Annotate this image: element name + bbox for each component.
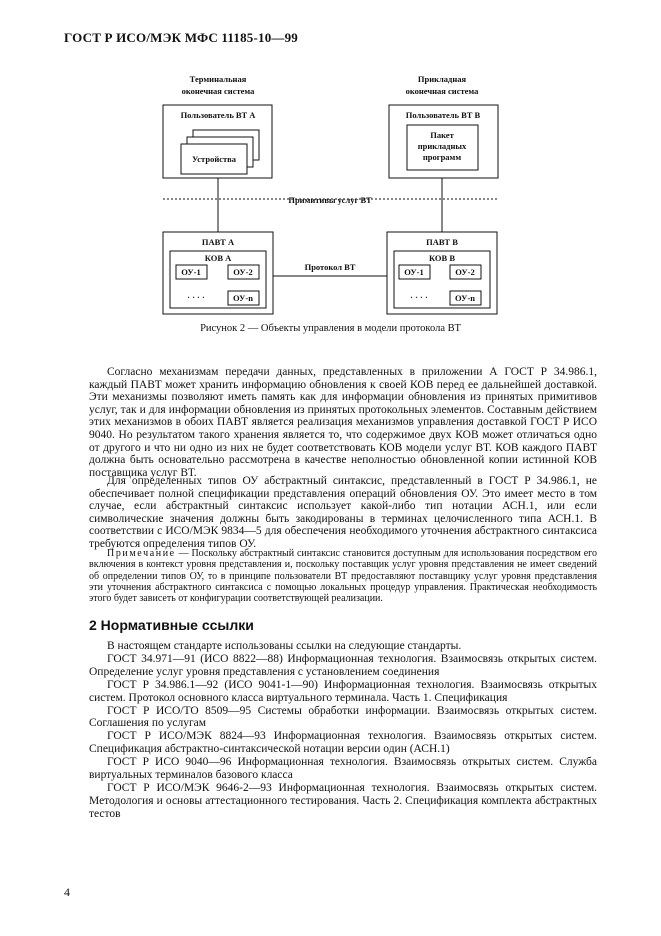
reference-item: ГОСТ 34.971—91 (ИСО 8822—88) Информацион…: [89, 652, 597, 678]
reference-item: ГОСТ Р ИСО/МЭК 8824—93 Информационная те…: [89, 730, 597, 756]
reference-item: ГОСТ Р ИСО 9040—96 Информационная технол…: [89, 756, 597, 782]
ou2-left: ОУ-2: [233, 267, 252, 277]
note-label: Примечание: [107, 548, 176, 559]
oun-left: ОУ-n: [233, 293, 253, 303]
references-intro: В настоящем стандарте использованы ссылк…: [107, 640, 462, 652]
left-system-title-1: Терминальная: [190, 74, 247, 84]
dots-left: · · · ·: [187, 292, 205, 302]
reference-item: ГОСТ Р ИСО/МЭК 9646-2—93 Информационная …: [89, 781, 597, 820]
reference-item: ГОСТ Р 34.986.1—92 (ИСО 9041-1—90) Инфор…: [89, 678, 597, 704]
pavt-b-label: ПАВТ В: [426, 237, 458, 247]
references-list: В настоящем стандарте использованы ссылк…: [89, 640, 597, 821]
kov-a-label: КОВ А: [205, 253, 232, 263]
package-label-1: Пакет: [430, 130, 454, 140]
kov-b-box: [393, 250, 491, 309]
ou1-right: ОУ-1: [404, 267, 423, 277]
document-header: ГОСТ Р ИСО/МЭК МФС 11185-10—99: [64, 30, 299, 45]
note-block: Примечание — Поскольку абстрактный синта…: [89, 548, 597, 604]
ou1-left: ОУ-1: [181, 267, 200, 277]
user-b-box: [388, 104, 499, 179]
right-system-title-1: Прикладная: [418, 74, 467, 84]
pavt-b-box: [386, 231, 498, 315]
right-system-title-2: оконечная система: [406, 86, 480, 96]
paragraph-1: Согласно механизмам передачи данных, пре…: [89, 366, 597, 479]
package-box: [406, 124, 479, 171]
kov-a-box: [169, 250, 267, 309]
devices-label: Устройства: [192, 154, 237, 164]
note-text: — Поскольку абстрактный синтаксис станов…: [89, 548, 598, 605]
primitives-label: Примитивы услуг ВТ: [288, 195, 372, 205]
figure-diagram: Терминальная оконечная система Прикладна…: [162, 74, 499, 315]
protocol-label: Протокол ВТ: [305, 262, 356, 272]
dots-right: · · · ·: [410, 292, 428, 302]
paragraph-2: Для определенных типов ОУ абстрактный си…: [89, 475, 597, 550]
user-a-label: Пользователь ВТ А: [181, 110, 257, 120]
pavt-a-box: [162, 231, 274, 315]
package-label-2: прикладных: [418, 141, 467, 151]
figure-caption: Рисунок 2 — Объекты управления в модели …: [200, 323, 461, 334]
kov-b-label: КОВ В: [429, 253, 455, 263]
package-label-3: программ: [423, 152, 462, 162]
pavt-a-label: ПАВТ А: [202, 237, 235, 247]
user-b-label: Пользователь ВТ В: [406, 110, 481, 120]
reference-item: ГОСТ Р ИСО/ТО 8509—95 Системы обработки …: [89, 704, 597, 730]
ou2-right: ОУ-2: [455, 267, 474, 277]
page-number: 4: [64, 885, 70, 899]
left-system-title-2: оконечная система: [182, 86, 256, 96]
oun-right: ОУ-n: [455, 293, 475, 303]
section-title: 2 Нормативные ссылки: [89, 617, 254, 633]
